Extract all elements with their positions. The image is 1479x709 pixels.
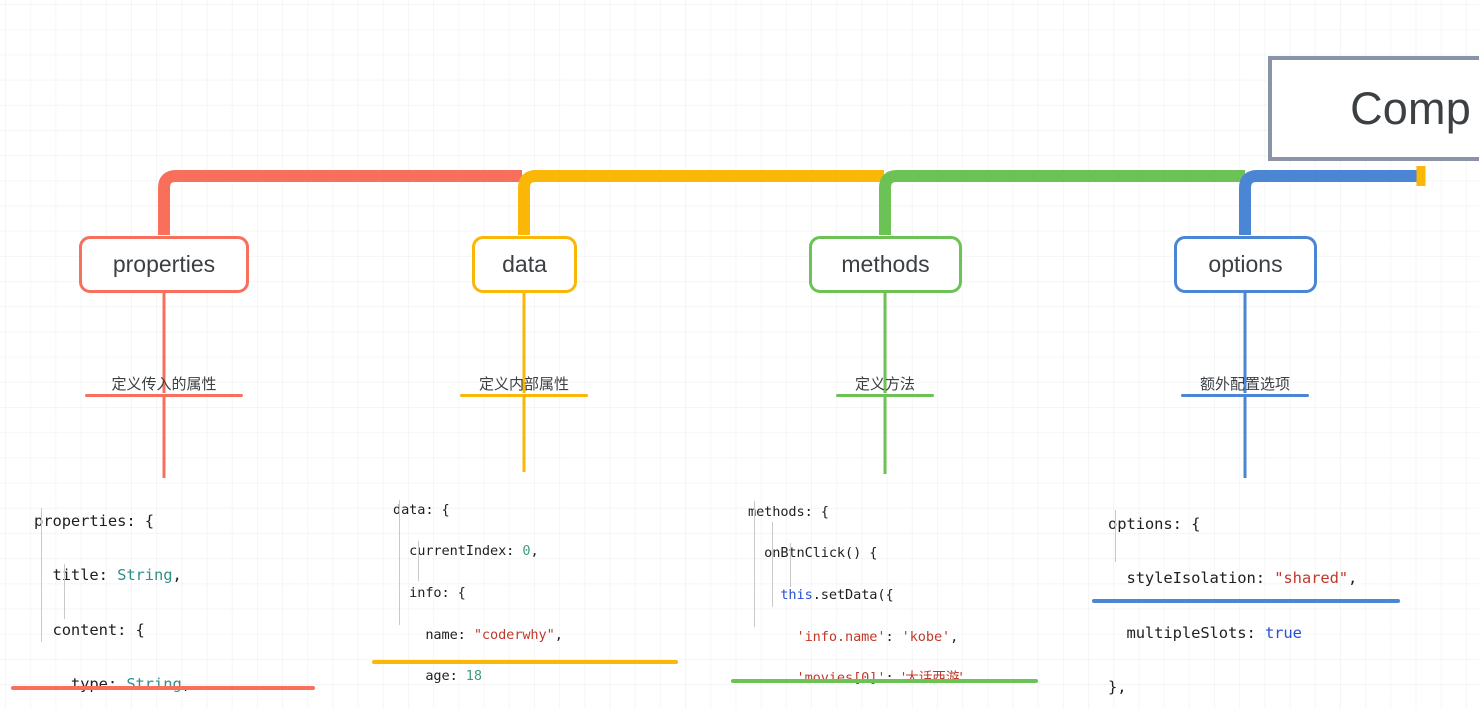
indent-guide: [41, 508, 42, 642]
code-line: type:: [34, 674, 127, 693]
code-token-keyword: this: [748, 586, 813, 603]
code-block-methods: methods: { onBtnClick() { this.setData({…: [748, 481, 963, 709]
code-token-type: String: [117, 566, 173, 585]
code-token: ,: [554, 626, 563, 643]
code-line: options: {: [1108, 515, 1201, 534]
indent-guide: [64, 564, 65, 619]
root-node-label: Comp: [1350, 82, 1471, 134]
indent-guide: [399, 500, 400, 625]
code-token: ,: [181, 674, 191, 693]
caption-rule-methods: [836, 394, 934, 397]
code-line: name:: [393, 626, 474, 643]
code-block-options: options: { styleIsolation: "shared", mul…: [1108, 484, 1357, 709]
node-properties-label: properties: [112, 251, 216, 277]
code-line: styleIsolation:: [1108, 569, 1275, 588]
code-token-string: 'kobe': [901, 628, 951, 645]
code-token-string: 'info.name': [748, 628, 886, 645]
caption-data: 定义内部属性: [478, 376, 570, 393]
code-line: multipleSlots:: [1108, 623, 1265, 642]
code-token: :: [885, 628, 902, 645]
code-line: },: [1108, 677, 1127, 696]
caption-methods: 定义方法: [854, 376, 916, 393]
code-token: :: [885, 670, 901, 686]
code-line: currentIndex:: [393, 543, 523, 560]
code-line: age:: [393, 668, 466, 685]
caption-rule-properties: [85, 394, 243, 397]
code-line: properties: {: [34, 512, 155, 531]
code-token: ,: [1348, 569, 1358, 588]
node-methods-label: methods: [841, 251, 930, 277]
indent-guide: [754, 501, 755, 627]
code-token-string: "coderwhy": [473, 626, 555, 643]
indent-guide: [1115, 510, 1116, 562]
caption-options: 额外配置选项: [1199, 376, 1291, 393]
code-token: ,: [172, 566, 182, 585]
code-token-type: String: [126, 674, 182, 693]
code-line: content: {: [34, 620, 145, 639]
code-token: .setData({: [812, 586, 894, 603]
node-properties[interactable]: properties: [79, 236, 249, 293]
caption-rule-data: [460, 394, 588, 397]
code-line: methods: {: [748, 503, 829, 520]
code-token: ,: [530, 543, 539, 560]
root-node-component[interactable]: Comp: [1268, 56, 1479, 161]
code-line: title:: [34, 566, 118, 585]
indent-guide: [772, 522, 773, 607]
code-token-string: "shared": [1274, 569, 1349, 588]
code-line: onBtnClick() {: [748, 545, 878, 562]
code-token-boolean: true: [1264, 623, 1302, 642]
code-line: data: {: [393, 501, 450, 518]
code-block-data: data: { currentIndex: 0, info: { name: "…: [393, 479, 639, 709]
node-options[interactable]: options: [1174, 236, 1317, 293]
code-token-number: 0: [522, 543, 531, 560]
code-token: ,: [950, 628, 959, 645]
caption-rule-options: [1181, 394, 1309, 397]
code-token-number: 18: [465, 668, 482, 685]
node-data-label: data: [502, 251, 547, 277]
code-line: info: {: [393, 584, 466, 601]
indent-guide: [790, 543, 791, 587]
code-rule-options: [1092, 599, 1400, 603]
node-options-label: options: [1208, 251, 1283, 277]
code-rule-properties: [11, 686, 315, 690]
code-block-properties: properties: { title: String, content: { …: [34, 481, 191, 709]
indent-guide: [418, 541, 419, 581]
node-data[interactable]: data: [472, 236, 577, 293]
code-rule-data: [372, 660, 678, 664]
caption-properties: 定义传入的属性: [111, 376, 217, 393]
node-methods[interactable]: methods: [809, 236, 962, 293]
code-rule-methods: [731, 679, 1038, 683]
